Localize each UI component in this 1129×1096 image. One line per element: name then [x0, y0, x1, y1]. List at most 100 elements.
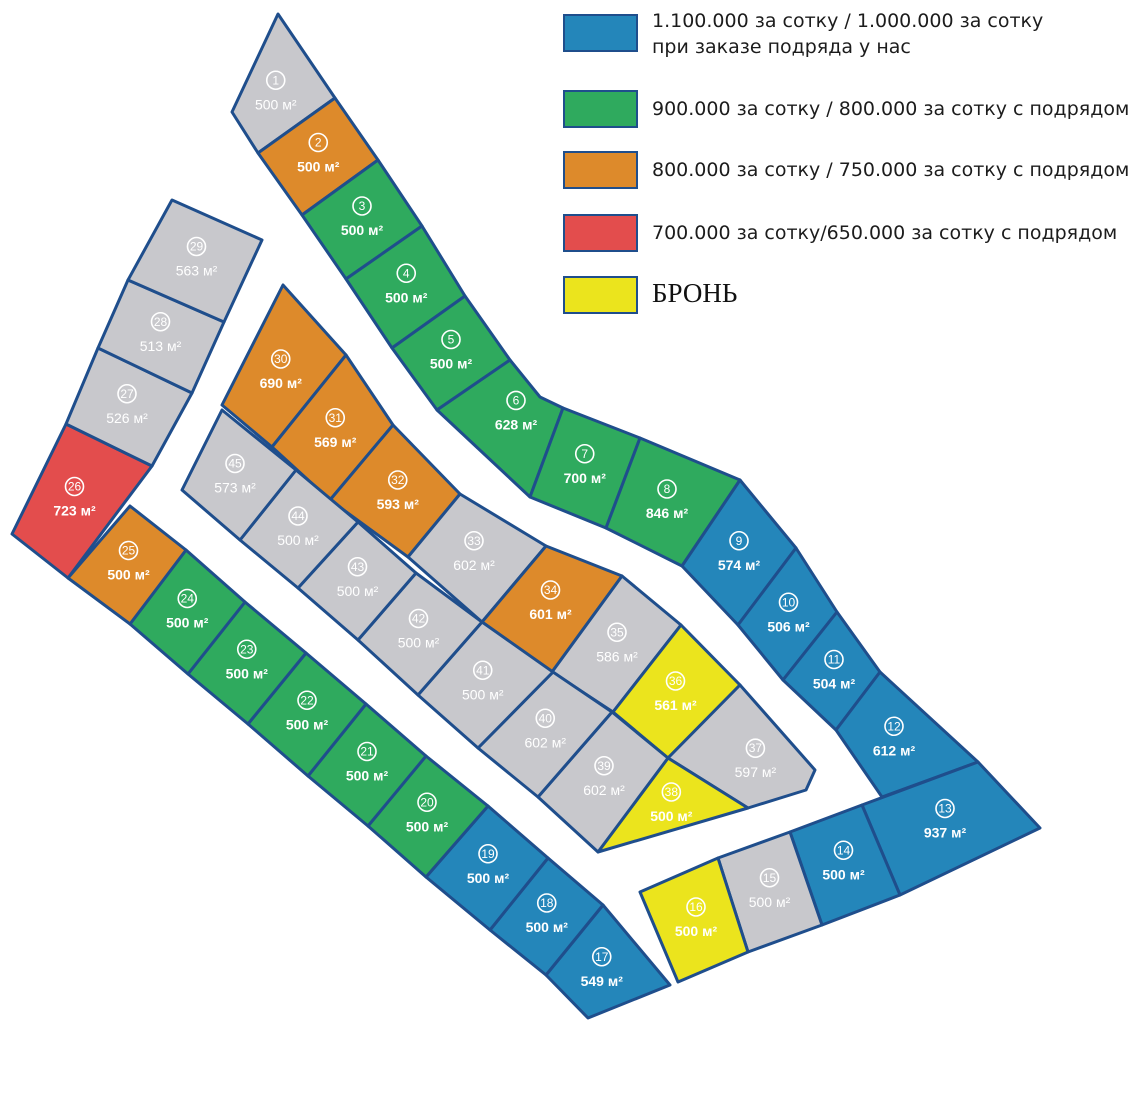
plot-number: 37: [749, 741, 763, 755]
plot-16-shape[interactable]: [638, 856, 750, 984]
plot-number: 44: [291, 509, 305, 523]
plot-number-circle-icon: [665, 671, 686, 691]
legend-text-yellow: БРОНЬ: [652, 278, 738, 308]
plot-number-circle-icon: [347, 556, 368, 577]
plot-number: 34: [544, 583, 558, 597]
plot-number: 28: [154, 315, 168, 329]
plot-area: 723 м²: [53, 503, 96, 519]
plot-area: 500 м²: [526, 919, 569, 935]
legend-blue-line1: 1.100.000 за сотку / 1.000.000 за сотку: [652, 10, 1044, 32]
plot-number: 15: [763, 871, 777, 885]
plot-number: 21: [360, 745, 374, 759]
plot-29[interactable]: 29 563 м²: [126, 198, 264, 324]
plot-number-circle-icon: [778, 592, 799, 613]
plot-number-circle-icon: [657, 479, 677, 499]
plot-number: 5: [448, 333, 455, 347]
plot-number: 43: [351, 560, 365, 574]
plot-number-circle-icon: [478, 843, 498, 864]
plot-number-circle-icon: [729, 530, 749, 551]
plot-number-circle-icon: [824, 649, 844, 670]
plot-number-circle-icon: [297, 690, 317, 711]
plot-number: 29: [190, 240, 204, 254]
plot-area: 700 м²: [564, 470, 607, 486]
plot-area: 602 м²: [583, 782, 625, 798]
plot-39[interactable]: 39 602 м²: [536, 710, 670, 854]
plot-area: 526 м²: [106, 410, 148, 426]
legend-swatch-yellow: [563, 276, 638, 314]
legend-blue-line2: при заказе подряда у нас: [652, 36, 911, 58]
plot-number: 6: [513, 393, 520, 407]
plot-number-circle-icon: [661, 782, 682, 802]
plot-area: 513 м²: [140, 338, 182, 354]
plot-area: 504 м²: [813, 676, 856, 692]
plot-area: 601 м²: [529, 606, 572, 622]
plot-number: 31: [329, 411, 343, 425]
plot-number: 24: [181, 592, 195, 606]
plot-number-circle-icon: [270, 349, 291, 369]
plot-number-circle-icon: [535, 708, 556, 729]
legend-text-green: 900.000 за сотку / 800.000 за сотку с по…: [652, 98, 1129, 120]
plot-area: 628 м²: [495, 416, 538, 432]
plot-number-circle-icon: [396, 263, 417, 284]
plot-area: 563 м²: [176, 263, 218, 279]
plot-number: 39: [597, 759, 611, 773]
plot-area: 612 м²: [873, 742, 916, 758]
plot-number-circle-icon: [759, 867, 780, 888]
legend-swatch-blue: [563, 14, 638, 52]
plot-number-circle-icon: [574, 443, 595, 464]
plot-6-shape[interactable]: [435, 358, 565, 499]
plot-number: 22: [300, 693, 314, 707]
plot-area: 500 м²: [822, 866, 865, 882]
plot-area: 500 м²: [255, 96, 297, 112]
plot-29-shape[interactable]: [126, 198, 264, 324]
plot-45-shape[interactable]: [180, 408, 298, 542]
plot-number: 2: [315, 136, 322, 150]
plot-number: 36: [669, 674, 683, 688]
plot-number-circle-icon: [387, 470, 408, 490]
plot-area: 500 м²: [286, 716, 329, 732]
plot-number-circle-icon: [186, 236, 207, 257]
plot-number: 18: [540, 896, 554, 910]
plot-number-circle-icon: [884, 716, 904, 737]
plot-area: 506 м²: [767, 618, 810, 634]
legend-text-orange: 800.000 за сотку / 750.000 за сотку с по…: [652, 159, 1129, 181]
plot-25-shape[interactable]: [66, 504, 188, 626]
plot-area: 690 м²: [260, 375, 303, 391]
plot-number: 33: [467, 534, 481, 548]
plot-number: 25: [122, 544, 136, 558]
plot-number-circle-icon: [408, 608, 429, 629]
plot-number: 41: [476, 663, 490, 677]
plot-number-circle-icon: [833, 840, 854, 861]
plot-area: 500 м²: [385, 289, 428, 305]
plot-number-circle-icon: [591, 946, 612, 967]
plot-number: 13: [938, 802, 952, 816]
plot-number: 17: [595, 950, 609, 964]
legend-text-red: 700.000 за сотку/650.000 за сотку с подр…: [652, 222, 1118, 244]
plot-area: 937 м²: [924, 825, 967, 841]
plot-area: 500 м²: [277, 532, 319, 548]
plot-6[interactable]: 6 628 м²: [435, 358, 565, 499]
plot-area: 561 м²: [654, 697, 697, 713]
plot-number: 23: [240, 642, 254, 656]
plot-area: 500 м²: [406, 818, 449, 834]
plot-number-circle-icon: [594, 755, 614, 776]
plot-area: 500 м²: [749, 894, 791, 910]
plot-number-circle-icon: [357, 741, 377, 762]
plot-number: 11: [828, 653, 841, 667]
plot-area: 602 м²: [453, 557, 495, 573]
plot-area: 569 м²: [314, 434, 357, 450]
plot-number-circle-icon: [686, 897, 706, 917]
plot-number-circle-icon: [417, 792, 437, 813]
